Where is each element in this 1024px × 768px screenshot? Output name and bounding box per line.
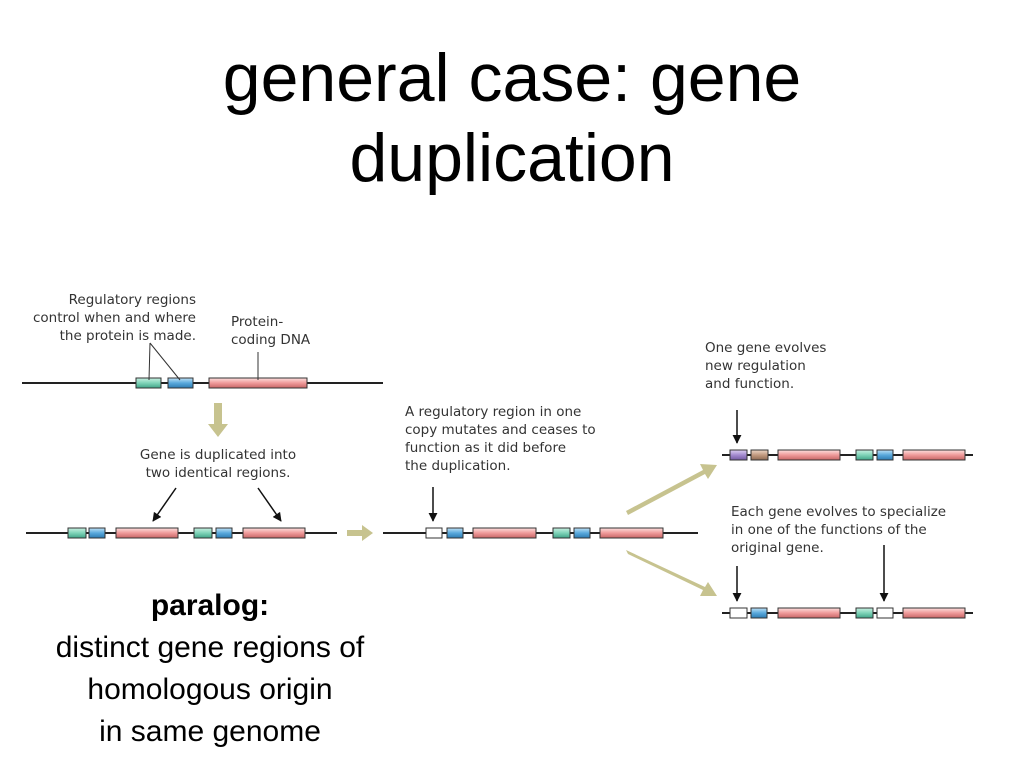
duplication-flow-arrow: [208, 403, 228, 437]
mutates-label: A regulatory region in one copy mutates …: [405, 404, 596, 474]
duplicated-label: Gene is duplicated into two identical re…: [139, 447, 297, 481]
original-chromosome: [22, 342, 383, 389]
mutated-regulatory-region: [425, 527, 443, 539]
new-regulatory-region-2: [750, 449, 769, 461]
new-regulatory-region: [729, 449, 748, 461]
title-line-1: general case: gene: [222, 40, 802, 116]
regulatory-regions-label: Regulatory regions control when and wher…: [33, 292, 196, 344]
regulatory-pointer-1: [148, 342, 151, 381]
regulatory-region-teal: [135, 377, 162, 389]
slide-title: general case: gene duplication: [0, 38, 1024, 198]
mutation-flow-arrow: [347, 525, 373, 541]
title-line-2: duplication: [349, 120, 675, 196]
duplicated-chromosome: [26, 487, 337, 539]
subfunctionalized-chromosome: [722, 545, 973, 619]
regulatory-region-blue: [167, 377, 194, 389]
neofunctionalization-flow-arrow: [626, 464, 717, 515]
protein-coding-label: Protein- coding DNA: [231, 314, 311, 348]
subfunctionalization-flow-arrow: [626, 550, 717, 596]
specialize-label: Each gene evolves to specialize in one o…: [731, 504, 947, 556]
definition-line-1: distinct gene regions of: [55, 631, 365, 664]
definition-line-2: homologous origin: [87, 673, 333, 706]
neofunctionalized-chromosome: [722, 410, 973, 461]
definition-term: paralog:: [150, 589, 270, 622]
paralog-definition: paralog: distinct gene regions of homolo…: [10, 585, 410, 753]
mutated-chromosome: [383, 487, 698, 539]
definition-line-3: in same genome: [99, 715, 321, 748]
new-regulation-label: One gene evolves new regulation and func…: [705, 340, 827, 392]
regulatory-pointer-2: [149, 342, 181, 381]
